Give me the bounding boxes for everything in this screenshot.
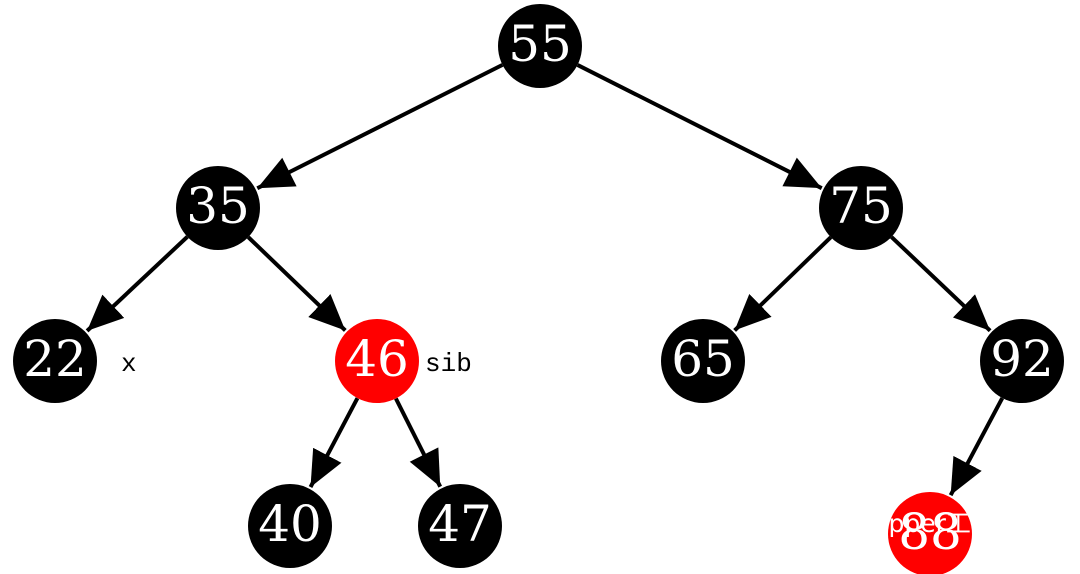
annotation-x: x [121,349,137,379]
node-circle [335,319,419,403]
node-label: 65 [671,330,735,388]
tree-node-75: 75 [819,166,903,250]
node-label: 88 [898,503,962,561]
edge-55-35 [256,63,504,191]
watermark-text: glmapper工作室 [826,509,1021,538]
node-label: 55 [508,15,572,73]
tree-edges [85,63,1005,497]
annotation-sib: sib [425,349,472,379]
node-label: 92 [990,330,1054,388]
node-label: 22 [23,330,87,388]
tree-node-46: 46 [335,319,419,403]
edge-92-88 [948,397,1005,497]
node-label: 47 [428,495,492,553]
wechat-icon [782,510,820,541]
node-circle [418,484,502,568]
node-circle [13,319,97,403]
node-label: 40 [258,495,322,553]
edge-55-75 [576,63,823,190]
tree-node-65: 65 [661,319,745,403]
edge-35-46 [246,235,347,332]
tree-node-22: 22 [13,319,97,403]
tree-node-92: 92 [980,319,1064,403]
node-circle [888,492,972,574]
edge-75-65 [733,235,833,332]
tree-node-88: 88 [888,492,972,574]
edge-75-92 [890,235,992,333]
node-circle [661,319,745,403]
node-label: 35 [186,177,250,235]
node-circle [176,166,260,250]
node-circle [248,484,332,568]
edge-46-47 [394,397,443,488]
tree-node-35: 35 [176,166,260,250]
node-circle [980,319,1064,403]
edge-46-40 [308,397,360,489]
node-label: 46 [345,330,409,388]
tree-node-40: 40 [248,484,332,568]
watermark: glmapper工作室 [782,509,1021,541]
node-label: 75 [829,177,893,235]
edge-35-22 [85,235,189,333]
node-annotations: x sib [121,349,472,379]
node-circle [498,4,582,88]
node-circle [819,166,903,250]
tree-node-47: 47 [418,484,502,568]
tree-nodes: 55 35 75 22 46 65 92 40 47 88 [13,4,1064,574]
tree-node-55: 55 [498,4,582,88]
